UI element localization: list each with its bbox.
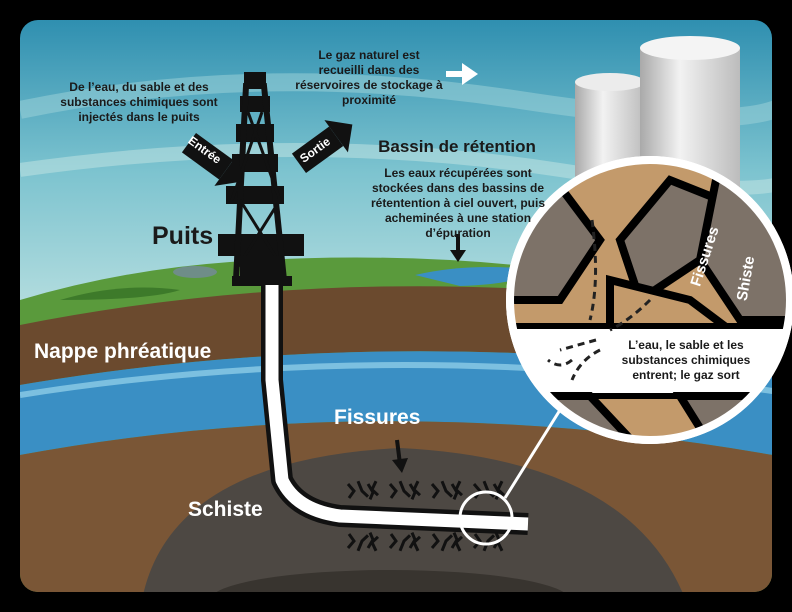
fracture-icon [472, 532, 506, 552]
fracture-icon [388, 532, 422, 552]
fracture-marks [346, 480, 506, 552]
storage-note: Le gaz naturel est recueilli dans des ré… [295, 48, 443, 107]
fracture-icon [346, 532, 380, 552]
zoom-note: L’eau, le sable et les substances chimiq… [621, 338, 751, 382]
fracture-icon [430, 532, 464, 552]
schiste-label: Schiste [188, 498, 263, 521]
magnifier-icon [458, 490, 514, 546]
fracture-icon [346, 480, 380, 500]
fracture-icon [430, 480, 464, 500]
retention-note: Les eaux récupérées sont stockées dans d… [370, 166, 546, 240]
drilling-derrick [218, 72, 304, 286]
house [173, 266, 217, 278]
retention-title: Bassin de rétention [378, 137, 536, 156]
fracture-icon [388, 480, 422, 500]
sortie-arrow-icon [291, 120, 353, 173]
entree-arrow-icon [181, 133, 243, 186]
puits-label: Puits [152, 222, 214, 250]
nappe-label: Nappe phréatique [34, 340, 212, 363]
well-bore [265, 285, 529, 531]
injection-note: De l’eau, du sable et des substances chi… [60, 80, 218, 124]
fissures-label: Fissures [334, 406, 421, 429]
